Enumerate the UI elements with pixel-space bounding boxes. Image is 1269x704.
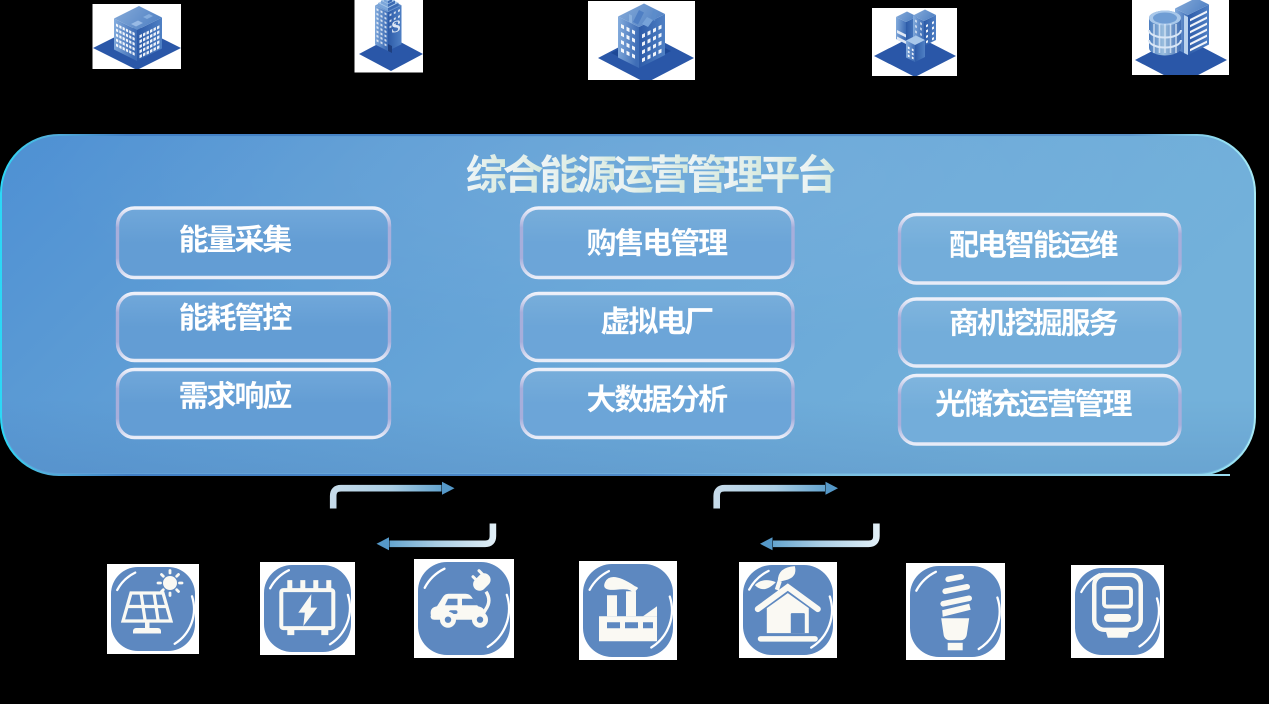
svg-text:S: S — [391, 16, 400, 37]
